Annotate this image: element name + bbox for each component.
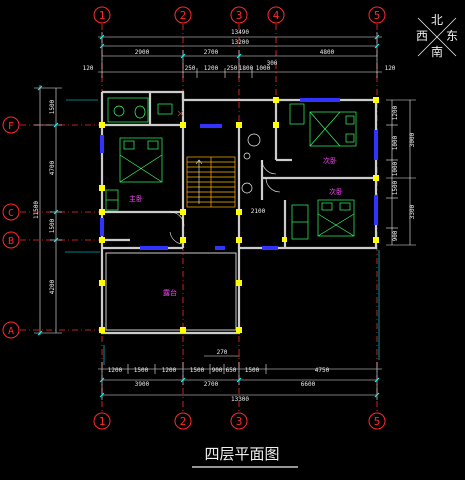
right-dimension-texts: 1200 1000 1000 1500 900 3000 3300 [392, 105, 416, 241]
dim-right-3000: 3000 [409, 132, 416, 147]
dim-top-120-left: 120 [83, 65, 94, 72]
dim-top-1800: 1800 [239, 65, 254, 72]
dim-right-1000a: 1000 [392, 135, 399, 150]
dim-top-120-right: 120 [385, 65, 396, 72]
dim-bottom-1200a: 1200 [108, 367, 123, 374]
structural-columns [99, 97, 379, 333]
axis-label-1-top: 1 [99, 9, 106, 22]
plan-title: 四层平面图 [204, 445, 279, 463]
dim-bottom-6600: 6600 [301, 381, 316, 388]
axis-label-B: B [8, 236, 14, 247]
dim-bottom-1500b: 1500 [190, 367, 205, 374]
axis-label-3-bottom: 3 [236, 415, 243, 428]
terrace-outline [105, 252, 237, 331]
dimension-lines [34, 32, 416, 400]
axis-label-C: C [8, 208, 14, 219]
wardrobes [105, 103, 309, 240]
compass-north: 北 [431, 13, 443, 27]
dim-bottom-3900: 3900 [135, 381, 150, 388]
room-label-bedroom-mid: 次卧 [329, 187, 343, 196]
dim-top-300: 300 [267, 60, 278, 67]
compass-line-b [417, 17, 457, 57]
compass-west: 西 [416, 29, 428, 43]
bedroom-mid-bed-icon [317, 199, 355, 237]
dim-bottom-1500c: 1500 [245, 367, 260, 374]
dim-bottom-1200b: 1200 [162, 367, 177, 374]
room-label-bedroom-top: 次卧 [323, 156, 337, 165]
stair-arrow [195, 159, 203, 204]
dim-top-1000: 1000 [256, 65, 271, 72]
axis-bubbles-left [2, 116, 20, 339]
dim-top-inner: 13200 [231, 39, 249, 46]
dim-top-250a: 250 [185, 65, 196, 72]
dim-mid-2100: 2100 [251, 208, 266, 215]
dim-left-11500: 11500 [33, 201, 40, 219]
room-label-master: 主卧 [129, 194, 143, 203]
dim-bottom-2700: 2700 [204, 381, 219, 388]
dim-bottom-total: 13300 [231, 396, 249, 403]
dim-top-2900: 2900 [135, 49, 150, 56]
compass-south: 南 [431, 44, 443, 59]
axis-grid-lines [20, 24, 378, 412]
left-dimension-texts: 11500 1500 4700 1500 4200 [33, 99, 56, 294]
axis-label-5-bottom: 5 [374, 415, 381, 428]
dim-top-1200: 1200 [204, 65, 219, 72]
guide-lines [65, 99, 380, 365]
master-bed-icon [119, 137, 163, 183]
axis-label-1-bottom: 1 [99, 415, 106, 428]
dim-left-1500a: 1500 [49, 99, 56, 114]
dim-top-outer: 13490 [231, 29, 249, 36]
bedroom-top-bed-icon [309, 111, 357, 147]
axis-bubbles-top [93, 6, 386, 24]
dim-top-4800: 4800 [320, 49, 335, 56]
dim-right-3300: 3300 [409, 204, 416, 219]
compass-east: 东 [446, 29, 458, 43]
room-labels: 主卧 次卧 次卧 露台 [129, 156, 343, 297]
door-swings [169, 159, 281, 245]
round-table-icon [241, 133, 261, 194]
dimension-texts: 13490 13200 2900 2700 4800 120 250 1200 … [83, 29, 396, 403]
dimension-ticks [37, 34, 380, 398]
dim-right-1000b: 1000 [392, 161, 399, 176]
dim-bottom-1500a: 1500 [134, 367, 149, 374]
axis-label-5-top: 5 [374, 9, 381, 22]
dim-bottom-900: 900 [212, 367, 223, 374]
dim-bottom-650: 650 [226, 367, 237, 374]
interior-red-lines [177, 110, 184, 117]
axis-label-2-bottom: 2 [180, 415, 187, 428]
dim-right-1500: 1500 [392, 180, 399, 195]
dim-bottom-270: 270 [217, 349, 228, 356]
staircase [186, 156, 236, 208]
dim-right-900: 900 [392, 230, 399, 241]
compass: 北 南 西 东 [416, 13, 458, 59]
dim-right-1200: 1200 [392, 105, 399, 120]
dim-left-4700: 4700 [49, 160, 56, 175]
axis-label-F: F [8, 121, 14, 132]
dim-left-4200: 4200 [49, 279, 56, 294]
axis-label-4-top: 4 [273, 9, 280, 22]
windows [100, 98, 378, 250]
axis-label-A: A [8, 326, 14, 337]
dim-left-1500b: 1500 [49, 218, 56, 233]
axis-label-2-top: 2 [180, 9, 187, 22]
dim-bottom-4750: 4750 [315, 367, 330, 374]
axis-label-3-top: 3 [236, 9, 243, 22]
dim-top-2700: 2700 [204, 49, 219, 56]
dim-top-250b: 250 [227, 65, 238, 72]
room-label-terrace: 露台 [163, 288, 177, 297]
bathroom-fixtures [107, 97, 173, 123]
axis-bubbles-bottom [93, 412, 386, 430]
